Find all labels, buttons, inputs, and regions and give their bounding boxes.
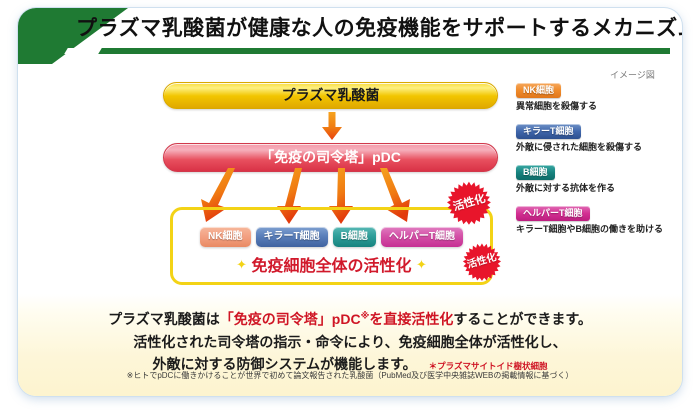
infographic-card: プラズマ乳酸菌が健康な人の免疫機能をサポートするメカニズム イメージ図 プラズマ…	[18, 8, 682, 396]
cell-badge-helper-t: ヘルパーT細胞	[380, 227, 463, 247]
summary-line-1-superscript: ※	[360, 310, 370, 321]
summary-asterisk-note: ＊プラズマサイトイド樹状細胞	[428, 361, 548, 372]
sparkle-right-icon: ✦	[415, 257, 427, 272]
page-title: プラズマ乳酸菌が健康な人の免疫機能をサポートするメカニズム	[76, 17, 682, 40]
fan-arrow-killer-t	[277, 168, 302, 224]
summary-line-1-part-a: プラズマ乳酸菌は	[108, 311, 220, 327]
legend-badge-helper-t: ヘルパーT細胞	[516, 206, 590, 222]
cell-legend: NK細胞 異常細胞を殺傷する キラーT細胞 外敵に侵された細胞を殺傷する B細胞…	[516, 80, 672, 245]
summary-line-3-text: 外敵に対する防御システムが機能します。	[152, 356, 417, 373]
source-pill-label: プラズマ乳酸菌	[281, 87, 380, 103]
cell-badge-b: B細胞	[332, 227, 376, 247]
starburst-icon-2	[462, 243, 502, 281]
legend-item-killer-t: キラーT細胞 外敵に侵された細胞を殺傷する	[516, 121, 672, 153]
footnote: ※ヒトでpDCに働きかけることが世界で初めて論文報告された乳酸菌（PubMed及…	[126, 371, 574, 380]
mechanism-diagram: プラズマ乳酸菌 「免疫の司令塔」pDC	[18, 64, 510, 294]
immune-cell-badges: NK細胞 キラーT細胞 B細胞 ヘルパーT細胞	[170, 226, 493, 248]
legend-badge-killer-t: キラーT細胞	[516, 124, 581, 140]
overall-activation-label: 免疫細胞全体の活性化	[251, 258, 412, 275]
cell-badge-killer-t: キラーT細胞	[255, 227, 328, 247]
sparkle-left-icon: ✦	[236, 257, 248, 272]
legend-desc-b: 外敵に対する抗体を作る	[516, 183, 616, 194]
legend-desc-killer-t: 外敵に侵された細胞を殺傷する	[516, 142, 643, 153]
activation-burst-badge-1: 活性化	[446, 180, 492, 226]
source-pill: プラズマ乳酸菌	[163, 82, 498, 109]
header: プラズマ乳酸菌が健康な人の免疫機能をサポートするメカニズム	[18, 8, 682, 64]
legend-desc-nk: 異常細胞を殺傷する	[516, 101, 598, 111]
pdc-pill-label: 「免疫の司令塔」pDC	[260, 149, 401, 165]
image-label: イメージ図	[610, 70, 655, 80]
cell-badge-nk: NK細胞	[200, 227, 251, 247]
summary-line-1-part-b: することができます。	[453, 311, 592, 327]
immune-cells-container	[170, 207, 493, 285]
legend-badge-b: B細胞	[516, 165, 555, 181]
header-rule-gap	[64, 48, 102, 54]
legend-item-b: B細胞 外敵に対する抗体を作る	[516, 162, 672, 194]
main-down-arrow-icon	[322, 112, 342, 140]
summary-line-1: プラズマ乳酸菌は「免疫の司令塔」pDC※を直接活性化することができます。	[18, 308, 682, 331]
overall-activation-text: ✦ 免疫細胞全体の活性化 ✦	[170, 252, 493, 276]
legend-desc-helper-t: キラーT細胞やB細胞の働きを助ける	[516, 224, 663, 235]
summary-line-3: 外敵に対する防御システムが機能します。 ＊プラズマサイトイド樹状細胞	[18, 353, 682, 376]
activation-burst-badge-2: 活性化	[462, 242, 502, 282]
summary-panel: プラズマ乳酸菌は「免疫の司令塔」pDC※を直接活性化することができます。 活性化…	[18, 294, 682, 396]
fan-arrow-b	[329, 168, 353, 224]
starburst-icon-1	[446, 181, 491, 225]
legend-item-helper-t: ヘルパーT細胞 キラーT細胞やB細胞の働きを助ける	[516, 203, 672, 235]
summary-line-1-red-2: を直接活性化	[369, 311, 454, 327]
summary-line-2: 活性化された司令塔の指示・命令により、免疫細胞全体が活性化し、	[133, 333, 567, 350]
legend-badge-nk: NK細胞	[516, 83, 561, 98]
summary-lines: プラズマ乳酸菌は「免疫の司令塔」pDC※を直接活性化することができます。 活性化…	[18, 308, 682, 376]
pdc-pill: 「免疫の司令塔」pDC	[163, 143, 498, 172]
header-green-rule	[74, 48, 670, 54]
legend-item-nk: NK細胞 異常細胞を殺傷する	[516, 80, 672, 112]
summary-line-1-red-1: 「免疫の司令塔」pDC	[219, 311, 361, 327]
